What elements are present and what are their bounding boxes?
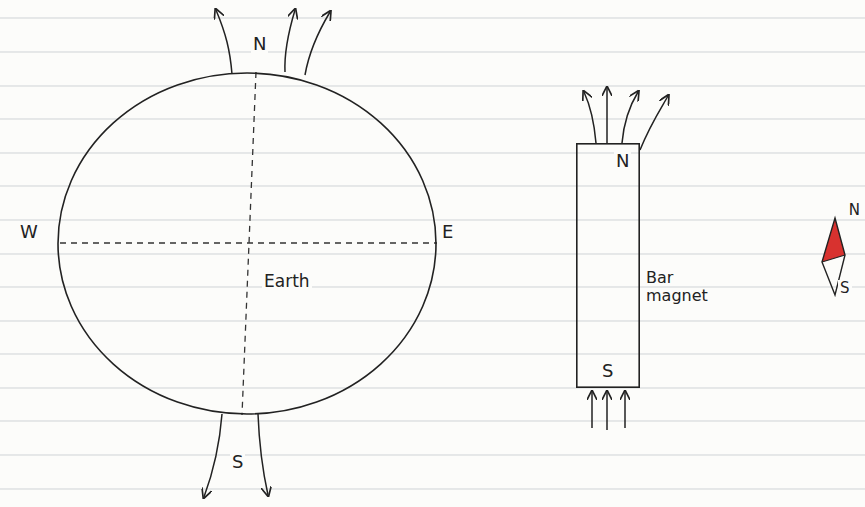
direction-label: W (18, 222, 40, 242)
ruled-lines (0, 18, 865, 489)
compass-needle: NS (812, 200, 857, 310)
direction-label: E (440, 222, 455, 242)
pole-label: S (838, 280, 852, 297)
earth-circle: Earth (57, 72, 437, 415)
earth-circle-outline (57, 72, 437, 415)
bar-magnet: NBar magnetS (576, 143, 640, 388)
pole-label: N (251, 34, 268, 54)
bar-magnet-outline (576, 143, 640, 388)
pole-label: N (614, 151, 631, 171)
pole-label: N (847, 202, 862, 219)
magnet-label: Bar magnet (644, 269, 710, 304)
earth-label: Earth (262, 272, 312, 291)
pole-label: S (600, 361, 615, 381)
pole-label: S (230, 452, 245, 472)
